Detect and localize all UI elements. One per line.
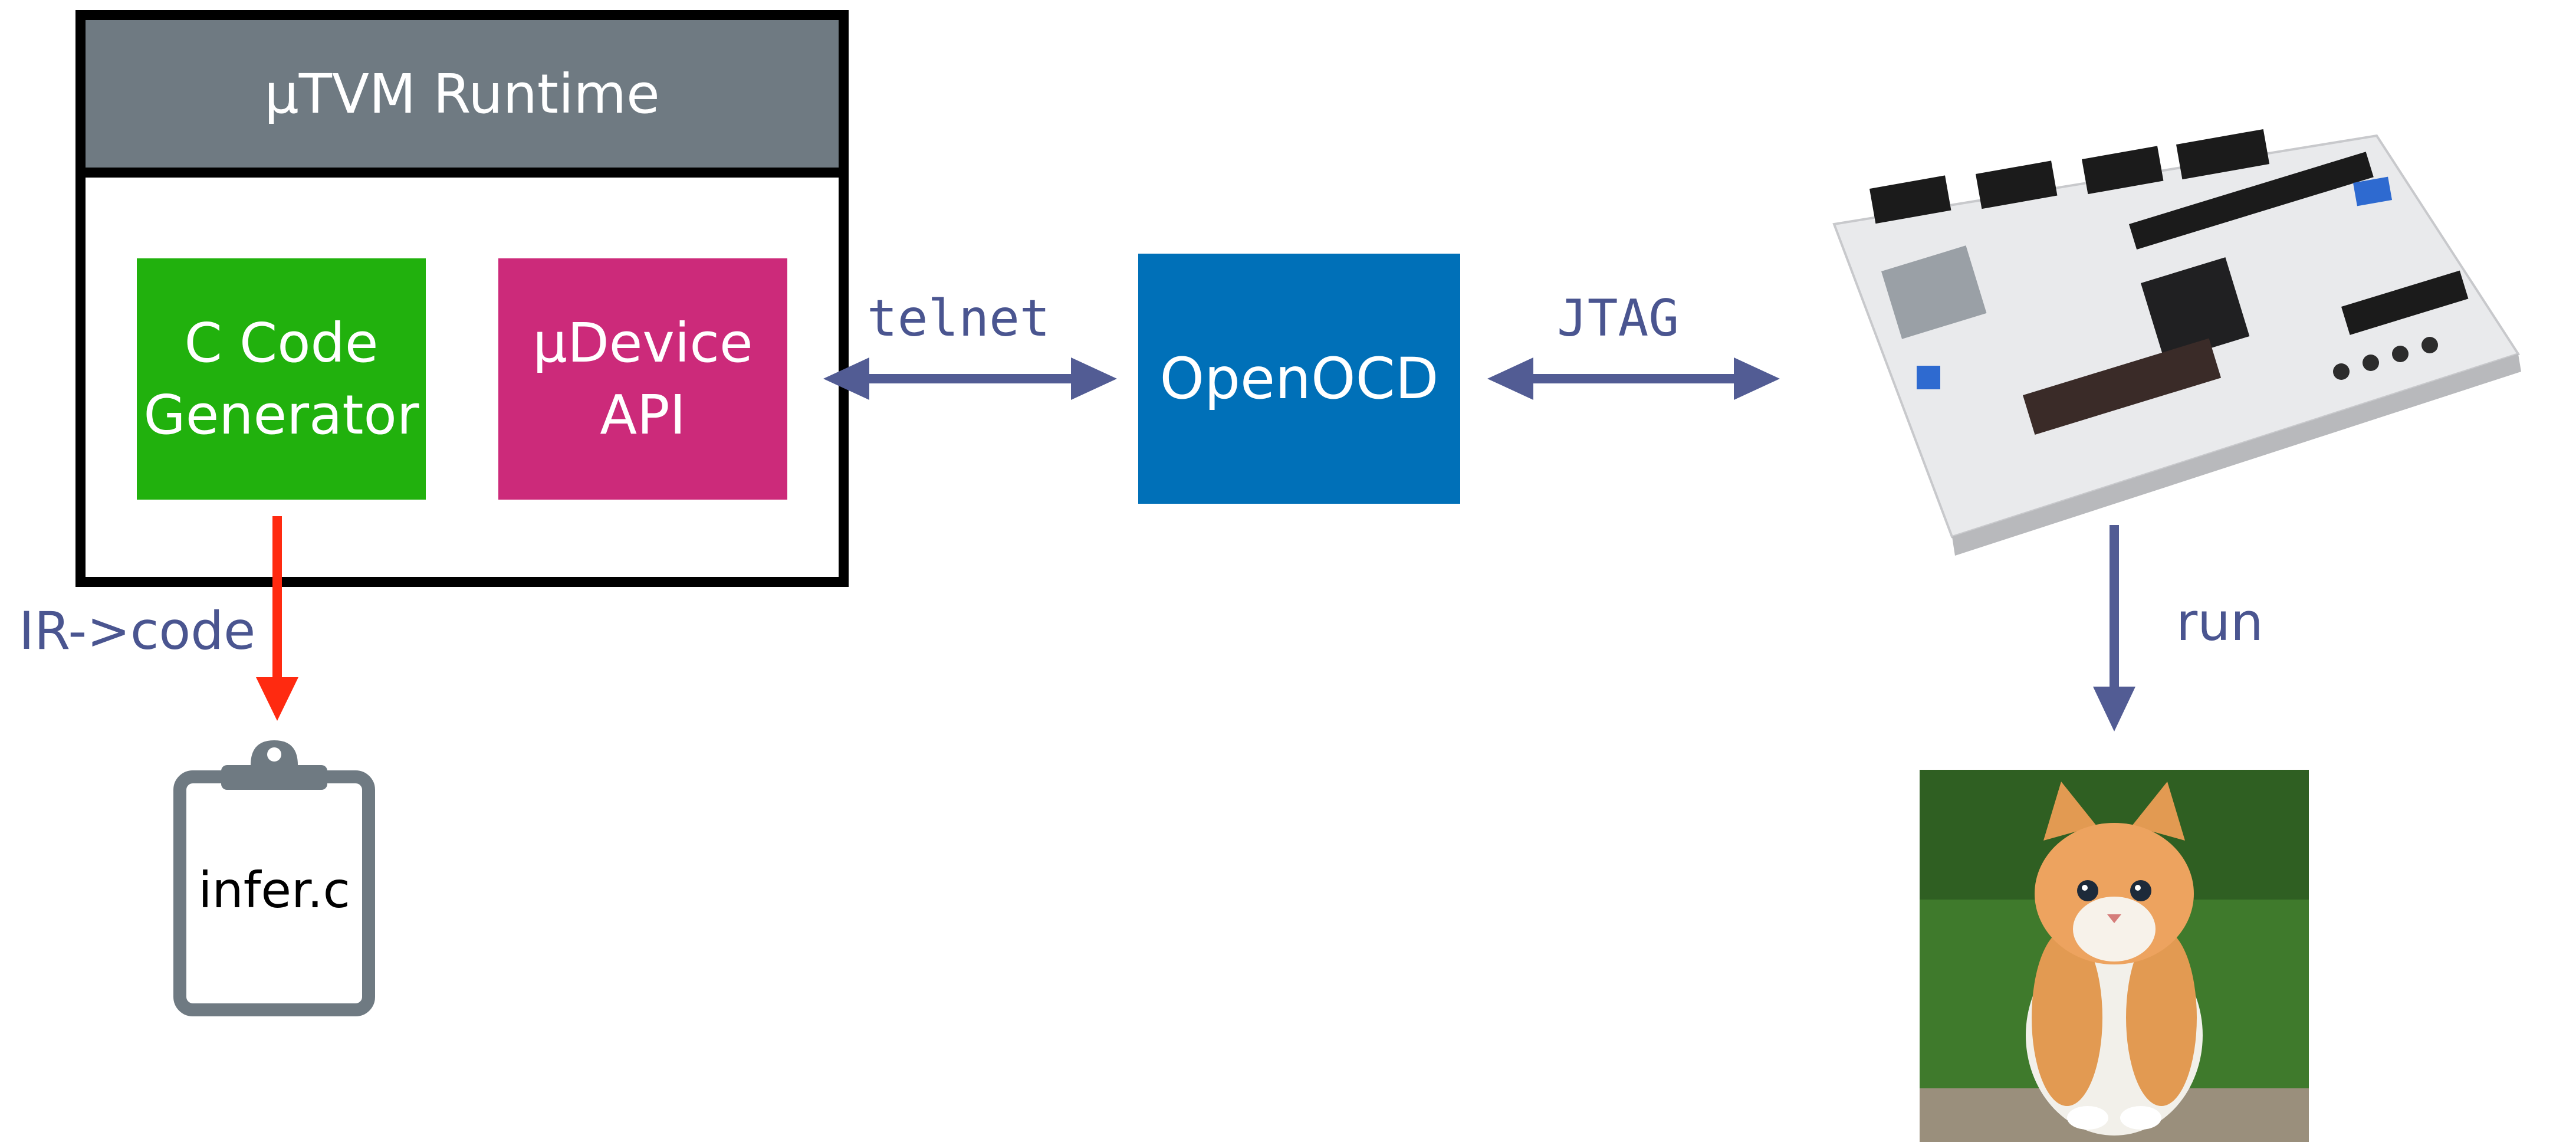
run-arrow [2093, 525, 2135, 731]
telnet-label: telnet [867, 289, 1050, 348]
telnet-arrow [823, 357, 1117, 400]
c-code-generator-block: C Code Generator [137, 258, 426, 500]
clipboard-icon [173, 740, 375, 1016]
ir-to-code-arrow [256, 516, 298, 721]
output-file-name: infer.c [198, 861, 350, 919]
jtag-arrow [1487, 357, 1780, 400]
fpga-board-image [1832, 129, 2521, 556]
jtag-label: JTAG [1557, 289, 1680, 348]
kitten-photo [1920, 770, 2309, 1142]
ir-to-code-label: IR->code [19, 600, 256, 661]
openocd-block: OpenOCD [1138, 254, 1460, 504]
udevice-api-block: μDevice API [498, 258, 787, 500]
runtime-title: μTVM Runtime [86, 20, 839, 178]
run-label: run [2176, 592, 2263, 652]
